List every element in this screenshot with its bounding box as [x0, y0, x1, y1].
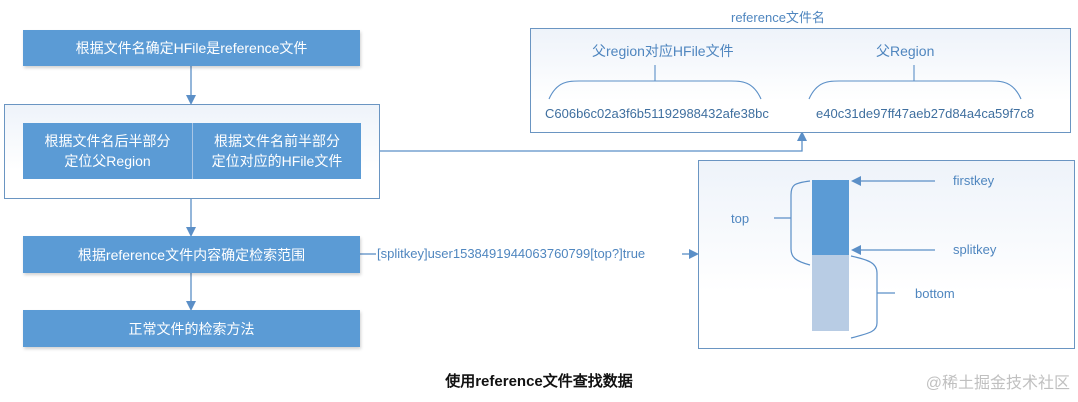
top-brace	[774, 180, 811, 266]
right-brace	[808, 65, 1022, 100]
step-normal-search-label: 正常文件的检索方法	[128, 320, 255, 337]
split-divider	[192, 123, 193, 179]
parent-hfile-hex: C606b6c02a3f6b51192988432afe38bc	[545, 106, 769, 121]
firstkey-label: firstkey	[953, 173, 995, 188]
parent-region-label: 父Region	[876, 43, 935, 59]
step-normal-search: 正常文件的检索方法	[23, 310, 360, 347]
arrow-to-reference-name	[379, 131, 807, 152]
parent-region-hex: e40c31de97ff47aeb27d84a4ca59f7c8	[816, 106, 1035, 121]
splitkey-label: splitkey	[953, 242, 997, 257]
step-identify-reference-label: 根据文件名确定HFile是reference文件	[75, 40, 308, 56]
bottom-label: bottom	[915, 286, 955, 301]
step-locate-hfile-line2: 定位对应的HFile文件	[211, 153, 343, 169]
left-brace	[548, 65, 762, 100]
top-label: top	[731, 211, 750, 226]
reference-content-label: [splitkey]user1538491944063760799[top?]t…	[377, 246, 646, 261]
reference-name-title: reference文件名	[731, 10, 825, 25]
step-locate-region-line2: 定位父Region	[64, 153, 151, 169]
watermark: @稀土掘金技术社区	[925, 375, 1070, 392]
range-annotations	[774, 176, 935, 339]
range-box: firstkey splitkey top bottom	[698, 160, 1075, 349]
step-locate-region: 根据文件名后半部分 定位父Region	[23, 123, 192, 179]
step-locate-hfile: 根据文件名前半部分 定位对应的HFile文件	[193, 123, 361, 179]
bottom-segment	[812, 255, 849, 331]
step-locate-hfile-line1: 根据文件名前半部分	[213, 133, 340, 149]
top-segment	[812, 180, 849, 255]
step-determine-range: 根据reference文件内容确定检索范围	[23, 236, 360, 273]
brace-marks	[548, 65, 1022, 100]
parent-hfile-label: 父region对应HFile文件	[592, 43, 734, 59]
step-determine-range-label: 根据reference文件内容确定检索范围	[77, 246, 306, 263]
locate-container: 根据文件名后半部分 定位父Region 根据文件名前半部分 定位对应的HFile…	[4, 104, 380, 199]
step-identify-reference: 根据文件名确定HFile是reference文件	[23, 30, 360, 66]
figure-caption: 使用reference文件查找数据	[445, 373, 633, 390]
reference-name-box: 父region对应HFile文件 父Region C606b6c02a3f6b5…	[530, 28, 1071, 133]
bottom-brace	[850, 255, 895, 339]
step-locate-region-line1: 根据文件名后半部分	[44, 133, 171, 149]
